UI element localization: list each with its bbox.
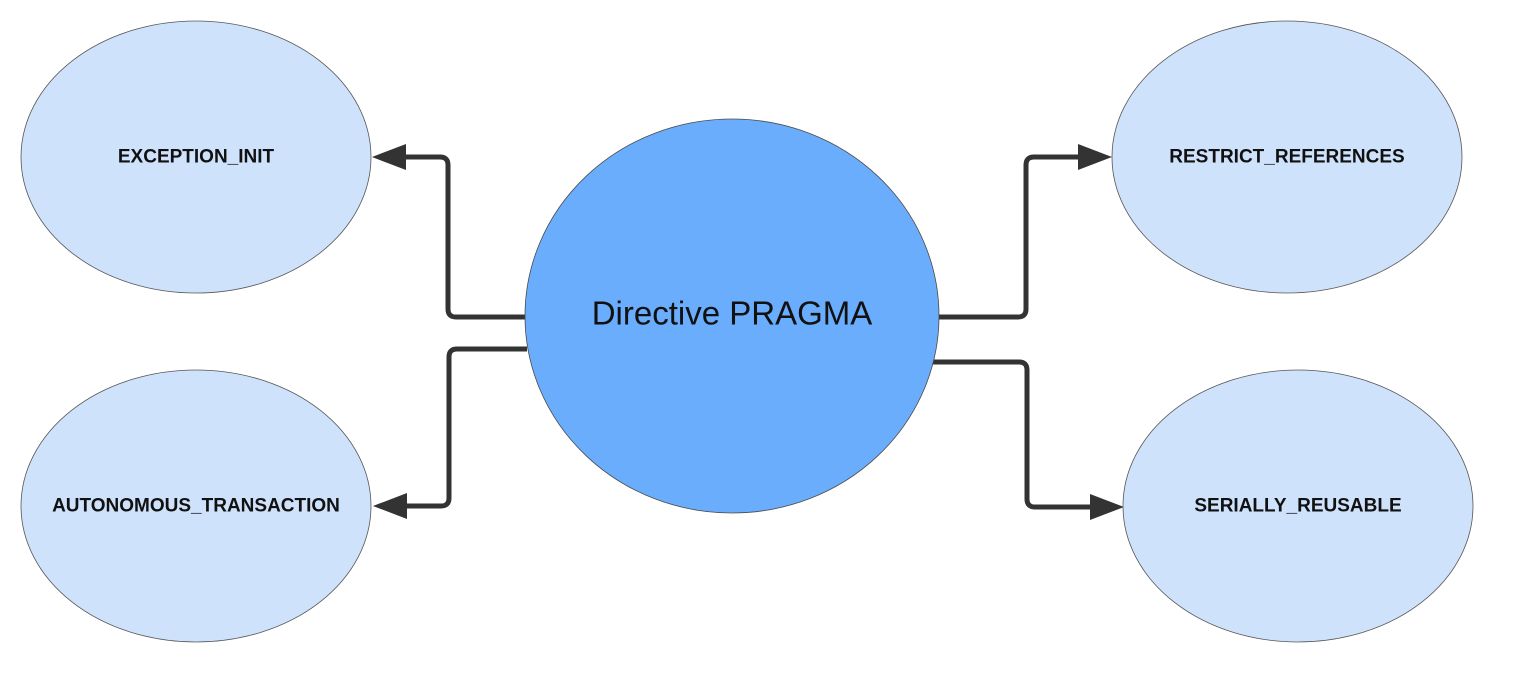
node-serially-reusable-shape <box>1122 369 1474 643</box>
node-center-label: Directive PRAGMA <box>592 295 873 332</box>
node-exception-init: EXCEPTION_INIT <box>20 20 372 294</box>
node-autonomous-transaction-shape <box>20 369 372 643</box>
edge-center-to-restrict-references <box>938 154 1082 320</box>
node-restrict-references-label: RESTRICT_REFERENCES <box>1169 147 1404 168</box>
node-exception-init-shape <box>20 20 372 294</box>
arrowhead-autonomous-transaction <box>373 493 407 519</box>
node-center-shape <box>524 118 940 514</box>
node-exception-init-label: EXCEPTION_INIT <box>118 147 275 168</box>
edge-center-to-serially-reusable <box>930 359 1094 510</box>
node-restrict-references: RESTRICT_REFERENCES <box>1111 20 1463 294</box>
arrowhead-restrict-references <box>1078 144 1112 170</box>
node-serially-reusable: SERIALLY_REUSABLE <box>1122 369 1474 643</box>
node-autonomous-transaction-label: AUTONOMOUS_TRANSACTION <box>52 496 340 517</box>
arrowhead-exception-init <box>372 144 406 170</box>
node-restrict-references-shape <box>1111 20 1463 294</box>
edge-center-to-autonomous-transaction <box>403 346 527 509</box>
connectors <box>372 144 1124 520</box>
node-autonomous-transaction: AUTONOMOUS_TRANSACTION <box>20 369 372 643</box>
edge-center-to-exception-init <box>402 154 527 320</box>
node-center: Directive PRAGMA <box>524 118 940 514</box>
arrowhead-serially-reusable <box>1090 494 1124 520</box>
node-serially-reusable-label: SERIALLY_REUSABLE <box>1194 496 1401 517</box>
